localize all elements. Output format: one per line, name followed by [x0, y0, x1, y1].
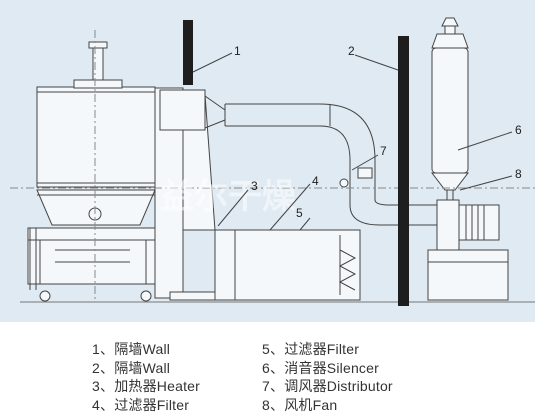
- legend-num: 6、: [262, 360, 285, 376]
- legend-num: 3、: [92, 378, 115, 394]
- callout-6: 6: [515, 123, 522, 137]
- legend-item-5: 5、过滤器Filter: [262, 339, 359, 359]
- callout-1: 1: [234, 44, 241, 58]
- legend-item-2: 2、隔墙Wall: [92, 358, 170, 378]
- legend-en: Silencer: [326, 360, 379, 376]
- legend-num: 5、: [262, 341, 285, 357]
- legend-item-6: 6、消音器Silencer: [262, 358, 379, 378]
- callout-2: 2: [348, 44, 355, 58]
- silencer: [431, 47, 469, 174]
- legend-num: 4、: [92, 397, 115, 413]
- callout-8: 8: [515, 167, 522, 181]
- legend-en: Distributor: [326, 378, 393, 394]
- legend-item-4: 4、过滤器Filter: [92, 395, 189, 415]
- equipment-diagram: 益尔干燥 1 2 3 4 5 6 7 8: [0, 0, 535, 322]
- legend-cn: 隔墙: [114, 341, 143, 357]
- legend-en: Heater: [156, 378, 201, 394]
- callout-5: 5: [296, 206, 303, 220]
- fan-motor: [458, 204, 500, 241]
- legend-item-1: 1、隔墙Wall: [92, 339, 170, 359]
- legend-num: 2、: [92, 360, 115, 376]
- legend-en: Wall: [142, 360, 171, 376]
- legend-num: 8、: [262, 397, 285, 413]
- legend-cn: 隔墙: [114, 360, 143, 376]
- heater-filter-housing: [214, 229, 361, 301]
- legend-item-8: 8、风机Fan: [262, 395, 337, 415]
- dryer-cone: [36, 189, 156, 226]
- legend-cn: 调风器: [284, 378, 327, 394]
- fan-base: [427, 249, 509, 301]
- legend-en: Wall: [142, 341, 171, 357]
- diagram-drawing: 益尔干燥 1 2 3 4 5 6 7 8: [10, 17, 535, 306]
- legend-en: Filter: [326, 341, 360, 357]
- callout-4: 4: [312, 174, 319, 188]
- watermark-text: 益尔干燥: [160, 177, 297, 217]
- legend-num: 7、: [262, 378, 285, 394]
- distributor-valve: [357, 167, 373, 179]
- wall-1: [183, 20, 193, 85]
- legend-en: Filter: [156, 397, 190, 413]
- callout-3: 3: [251, 179, 258, 193]
- fan-housing: [436, 199, 460, 251]
- wall-2: [398, 36, 409, 306]
- legend-cn: 消音器: [284, 360, 327, 376]
- legend-en: Fan: [312, 397, 338, 413]
- legend-cn: 风机: [284, 397, 313, 413]
- legend-cn: 过滤器: [284, 341, 327, 357]
- legend-num: 1、: [92, 341, 115, 357]
- legend-cn: 过滤器: [114, 397, 157, 413]
- product-cart: [27, 227, 159, 285]
- legend-cn: 加热器: [114, 378, 157, 394]
- callout-7: 7: [380, 144, 387, 158]
- legend-item-7: 7、调风器Distributor: [262, 376, 393, 396]
- legend-item-3: 3、加热器Heater: [92, 376, 200, 396]
- dryer-vessel-body: [36, 86, 156, 188]
